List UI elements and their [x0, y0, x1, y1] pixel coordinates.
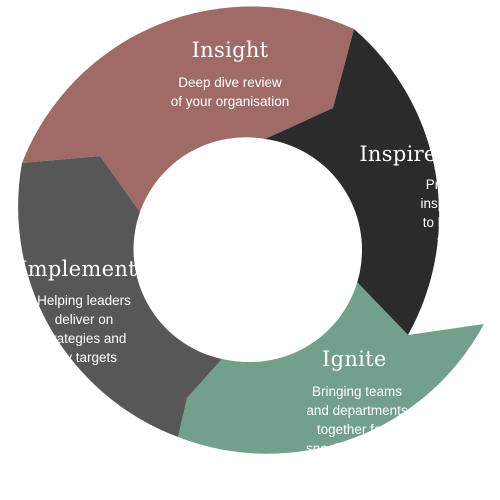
- segment-ignite: [178, 280, 484, 454]
- segment-title-ignite: Ignite: [322, 347, 387, 371]
- segment-description-implement: Helping leaders deliver on strategies an…: [37, 293, 131, 365]
- segment-insight: [22, 6, 354, 212]
- segment-title-implement: Implement: [19, 257, 137, 281]
- segment-title-inspire: Inspire: [359, 142, 437, 166]
- center-hole: [138, 138, 362, 362]
- segment-title-insight: Insight: [191, 38, 269, 62]
- segment-inspire: [265, 29, 440, 335]
- segment-description-inspire: Providing inspiration to leaders to lear…: [420, 177, 482, 287]
- segment-implement: [18, 156, 222, 437]
- segment-description-ignite: Bringing teams and departments together …: [305, 384, 409, 456]
- segment-description-insight: Deep dive review of your organisation: [170, 75, 290, 109]
